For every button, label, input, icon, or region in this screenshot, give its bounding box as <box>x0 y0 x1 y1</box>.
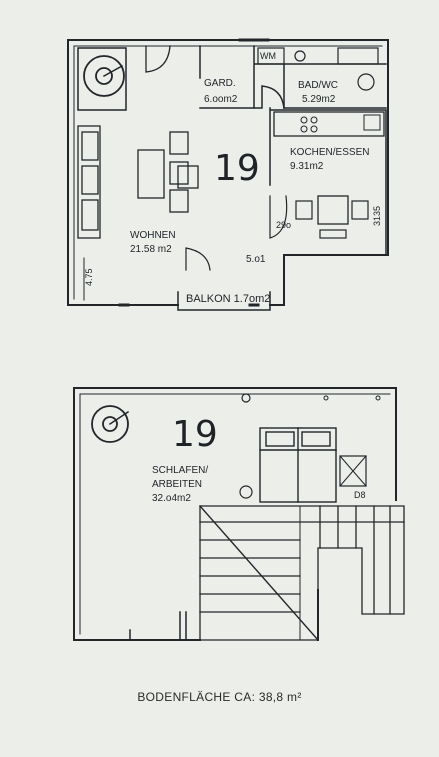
spiral-stair-lower <box>91 405 130 443</box>
unit-number-lower: 19 <box>172 414 218 455</box>
living-table <box>137 131 199 213</box>
room-label-arbeiten: ARBEITEN <box>152 479 202 490</box>
dimension-29o: 29o <box>276 220 291 230</box>
room-label-kochen: KOCHEN/ESSEN <box>290 147 369 158</box>
upper-outer-walls <box>67 39 389 306</box>
room-area-wohnen: 21.58 m2 <box>130 244 172 255</box>
upper-floor-plan <box>67 38 389 311</box>
dimension-475: 4.75 <box>84 268 94 286</box>
room-label-bad: BAD/WC <box>298 80 338 91</box>
room-area-schlafen: 32.o4m2 <box>152 493 191 504</box>
room-label-gard: GARD. <box>204 78 236 89</box>
room-label-wohnen: WOHNEN <box>130 230 176 241</box>
bed <box>259 427 337 503</box>
balcony-label: BALKON 1.7om2 <box>186 293 270 305</box>
room-area-bad: 5.29m2 <box>302 94 336 105</box>
room-label-wm: WM <box>260 51 276 61</box>
room-label-schlafen: SCHLAFEN/ <box>152 465 208 476</box>
dimension-5o1: 5.o1 <box>246 254 266 265</box>
spiral-stair-upper <box>77 47 127 111</box>
entry-door <box>145 45 171 73</box>
sofa <box>77 125 101 239</box>
staircase <box>199 505 405 641</box>
balcony-door <box>185 247 211 271</box>
room-area-kochen: 9.31m2 <box>290 161 324 172</box>
floor-area-caption: BODENFLÄCHE CA: 38,8 m² <box>137 690 302 704</box>
mark-d8: D8 <box>354 490 366 500</box>
unit-number-upper: 19 <box>214 148 260 189</box>
lower-outer-walls <box>73 387 397 641</box>
room-area-gard: 6.oom2 <box>204 94 238 105</box>
lower-floor-plan <box>73 387 405 641</box>
dimension-3135: 3135 <box>372 206 382 226</box>
balcony-outline <box>177 291 271 311</box>
